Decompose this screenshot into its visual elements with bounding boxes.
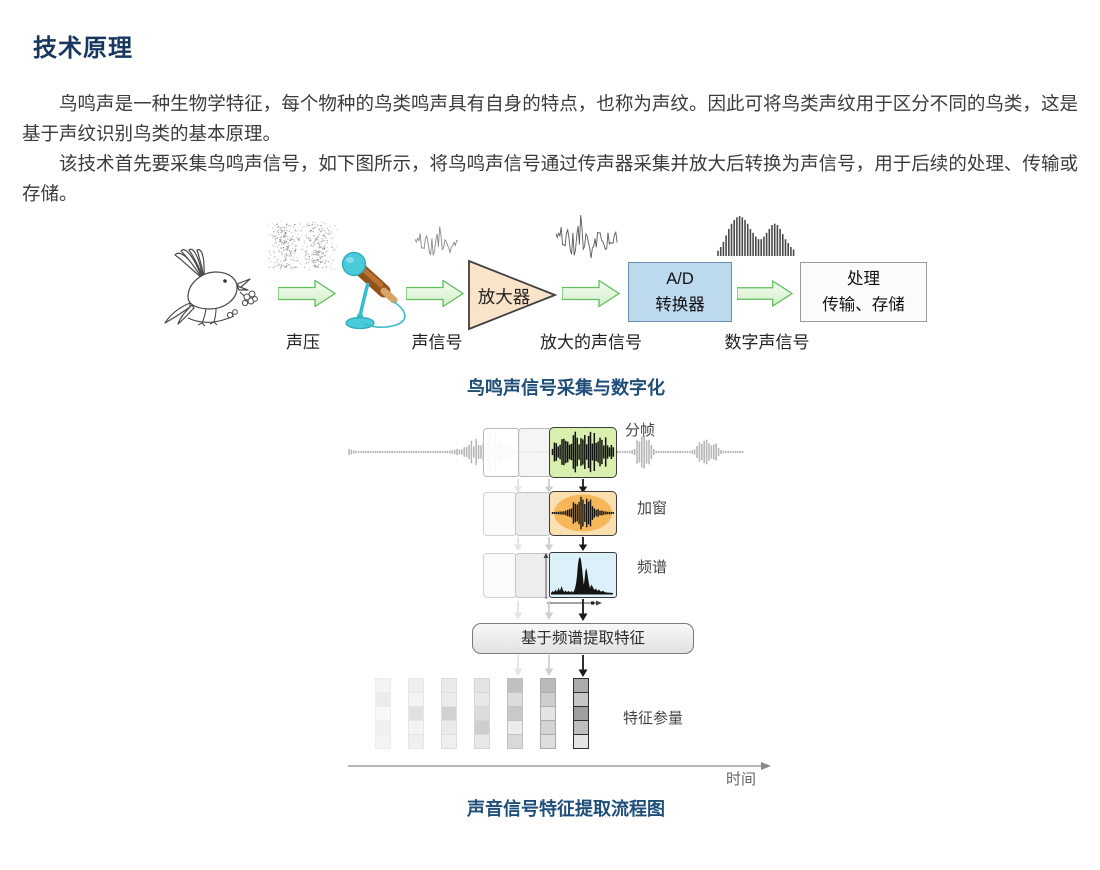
down-arrow-ghost-icon	[544, 537, 554, 551]
amplifier-label: 放大器	[477, 287, 531, 307]
down-arrow-ghost-icon	[544, 601, 554, 620]
label-windowing: 加窗	[637, 501, 668, 517]
label-time-axis: 时间	[726, 772, 757, 788]
amplifier-triangle-icon	[468, 259, 558, 331]
label-spectrum: 频谱	[637, 560, 668, 576]
process-line2: 传输、存储	[822, 296, 905, 314]
body-text: 鸟鸣声是一种生物学特征，每个物种的鸟类鸣声具有自身的特点，也称为声纹。因此可将鸟…	[22, 89, 1078, 209]
green-block-arrow-icon	[278, 280, 336, 307]
label-sound-signal: 声信号	[411, 333, 463, 352]
label-framing: 分帧	[625, 423, 656, 439]
bird-sketch-icon	[164, 248, 258, 327]
down-arrow-ghost-icon	[513, 655, 523, 676]
down-arrow-ghost-icon	[544, 479, 554, 493]
figure-signal-acquisition: 放大器 A/D 转换器 处理 传输、存储 声压 声信号 放大的声信号 数字声信号	[0, 205, 1100, 365]
feature-matrix	[375, 678, 589, 749]
down-arrow-ghost-icon	[544, 655, 554, 676]
figure1-caption: 鸟鸣声信号采集与数字化	[467, 378, 665, 398]
page-title: 技术原理	[33, 35, 133, 62]
spectrum-plot-icon	[551, 557, 613, 595]
process-line1: 处理	[847, 270, 880, 288]
down-arrow-icon	[578, 537, 588, 551]
windowed-waveform-icon	[551, 496, 614, 530]
down-arrow-ghost-icon	[513, 601, 523, 620]
label-digital-signal: 数字声信号	[724, 333, 810, 352]
green-block-arrow-icon	[562, 280, 620, 307]
green-block-arrow-icon	[406, 280, 464, 307]
microphone-icon	[341, 251, 406, 330]
process-node: 处理 传输、存储	[800, 262, 927, 322]
frame-ghost-1	[483, 428, 520, 477]
frame-ghost-2	[518, 428, 552, 477]
figure-feature-extraction: 分帧 加窗	[0, 415, 1100, 793]
time-axis-icon	[348, 762, 771, 770]
adc-line1: A/D	[666, 270, 694, 288]
label-feature-params: 特征参量	[623, 711, 684, 727]
spectrum-y-axis-icon	[543, 553, 549, 599]
paragraph: 鸟鸣声是一种生物学特征，每个物种的鸟类鸣声具有自身的特点，也称为声纹。因此可将鸟…	[22, 93, 1078, 144]
frame-current	[549, 427, 617, 478]
down-arrow-ghost-icon	[513, 537, 523, 551]
label-amplified-signal: 放大的声信号	[540, 333, 642, 352]
paragraph: 该技术首先要采集鸟鸣声信号，如下图所示，将鸟鸣声信号通过传声器采集并放大后转换为…	[22, 153, 1078, 204]
label-sound-pressure: 声压	[286, 333, 320, 352]
sound-pressure-dots-icon	[268, 221, 338, 271]
window-current	[549, 491, 617, 536]
spectrum-current	[549, 552, 617, 598]
window-ghost-2	[515, 492, 551, 536]
waveform-small-icon	[415, 226, 459, 256]
window-ghost-1	[483, 492, 517, 536]
adc-node: A/D 转换器	[628, 262, 732, 322]
down-arrow-icon	[578, 655, 588, 677]
down-arrow-ghost-icon	[513, 479, 523, 493]
spectrum-ghost-1	[483, 553, 517, 598]
waveform-large-icon	[556, 215, 618, 259]
framed-waveform-icon	[551, 431, 615, 473]
down-arrow-icon	[578, 599, 588, 621]
spectrum-x-axis-icon	[547, 600, 602, 606]
adc-line2: 转换器	[655, 296, 705, 314]
down-arrow-icon	[578, 479, 588, 493]
extract-features-box: 基于频谱提取特征	[472, 623, 694, 654]
green-block-arrow-icon	[737, 280, 793, 307]
digital-samples-icon	[717, 216, 795, 256]
figure2-caption: 声音信号特征提取流程图	[467, 799, 665, 819]
